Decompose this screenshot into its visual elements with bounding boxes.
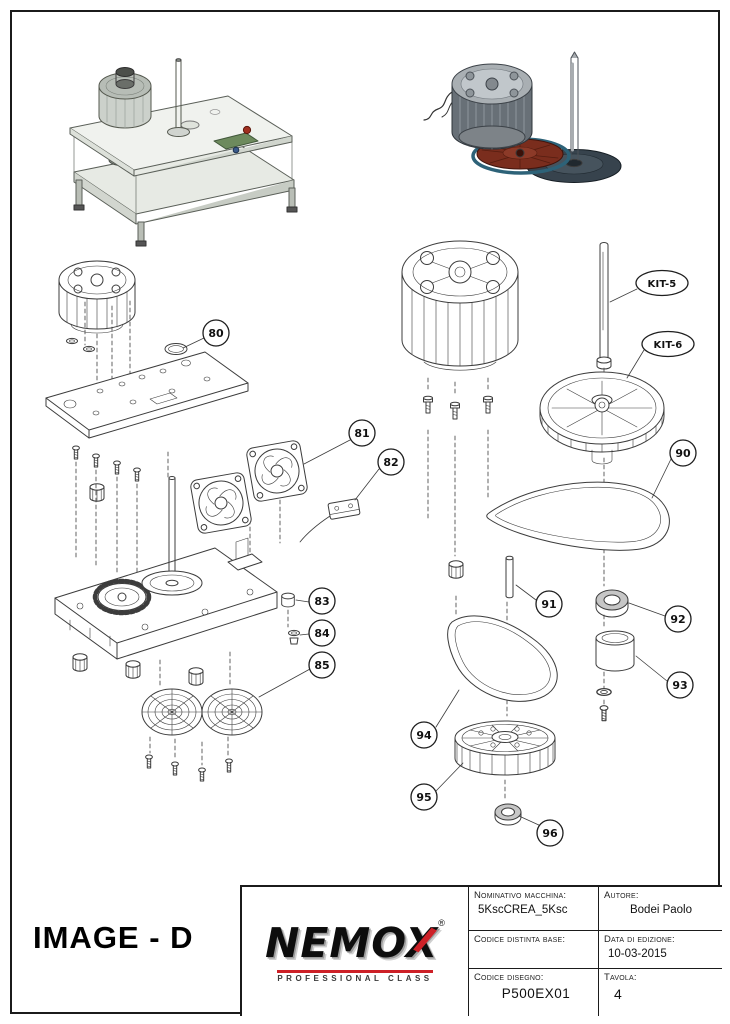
svg-text:96: 96 (542, 827, 558, 840)
callout-85: 85 (258, 651, 336, 698)
field-value: 4 (614, 986, 622, 1002)
field-value (474, 945, 594, 948)
field-label: Tavola: (604, 972, 637, 983)
svg-text:92: 92 (670, 613, 685, 626)
field-codice-distinta-base: Codice distinta base: (469, 931, 599, 969)
title-block-fields: Nominativo macchina: 5KscCREA_5Ksc Autor… (469, 887, 722, 1016)
svg-text:93: 93 (672, 679, 687, 692)
bearing-92 (595, 589, 629, 618)
callout-81: 81 (303, 419, 376, 465)
screw-bottom-right (599, 705, 609, 722)
belt-94 (447, 615, 558, 702)
logo-wordmark: NEMOX (265, 918, 439, 967)
field-label: Autore: (604, 890, 639, 901)
svg-text:84: 84 (314, 627, 330, 640)
callout-90: 90 (651, 439, 697, 499)
cooling-fan-1 (246, 440, 308, 502)
callout-kit5: KIT-5 (609, 269, 689, 303)
belt-90 (486, 481, 670, 551)
callout-95: 95 (410, 762, 464, 811)
field-data-di-edizione: Data di edizione: 10-03-2015 (599, 931, 722, 969)
cap-nut-84 (288, 629, 300, 645)
callout-96: 96 (518, 815, 564, 847)
pin-91 (505, 555, 514, 599)
field-label: Codice distinta base: (474, 934, 566, 945)
callout-83: 83 (295, 587, 336, 615)
callout-91: 91 (515, 584, 563, 618)
field-codice-disegno: Codice disegno: P500EX01 (469, 969, 599, 1016)
upper-plate (45, 351, 249, 439)
svg-text:95: 95 (416, 791, 431, 804)
field-label: Codice disegno: (474, 972, 544, 983)
field-label: Data di edizione: (604, 934, 675, 945)
logo-subtitle: PROFESSIONAL CLASS (277, 969, 433, 983)
capacitor-82 (299, 498, 361, 543)
svg-text:KIT-5: KIT-5 (648, 279, 677, 290)
field-value: Bodei Paolo (629, 904, 693, 916)
sleeve-93 (595, 630, 635, 672)
field-autore: Autore: Bodei Paolo (599, 887, 722, 931)
title-block: NEMOX® PROFESSIONAL CLASS Nominativo mac… (240, 885, 722, 1016)
motor-exploded-right (401, 240, 519, 371)
o-ring-80 (164, 343, 188, 355)
bushing-83 (281, 592, 295, 608)
callout-82: 82 (354, 448, 405, 501)
nemox-logo: NEMOX® PROFESSIONAL CLASS (265, 917, 445, 985)
callout-94: 94 (410, 689, 460, 749)
svg-text:90: 90 (675, 447, 691, 460)
field-value: P500EX01 (501, 986, 571, 1001)
svg-text:83: 83 (314, 595, 329, 608)
svg-text:KIT-6: KIT-6 (654, 340, 683, 351)
callout-92: 92 (628, 602, 692, 633)
svg-text:81: 81 (354, 427, 369, 440)
cooling-fan-2 (190, 472, 252, 534)
field-value: 10-03-2015 (608, 948, 667, 960)
svg-text:82: 82 (383, 456, 398, 469)
spoked-wheel-kit6 (539, 371, 665, 465)
toothed-pulley-95 (454, 720, 556, 776)
callout-84: 84 (299, 619, 336, 647)
svg-text:85: 85 (314, 659, 329, 672)
field-label: Nominativo macchina: (474, 890, 567, 901)
callout-80: 80 (182, 319, 230, 349)
exploded-base-assembly (45, 260, 361, 782)
motor-transmission-view (423, 51, 622, 183)
logo-cell: NEMOX® PROFESSIONAL CLASS (242, 887, 469, 1016)
registered-mark: ® (438, 917, 445, 928)
callout-93: 93 (635, 655, 694, 699)
motor-exploded-left (58, 260, 136, 334)
exploded-parts-diagram: 80 81 82 83 84 (45, 51, 697, 847)
lower-base-plate (54, 476, 278, 660)
shaft-kit5 (596, 242, 612, 370)
svg-text:80: 80 (208, 327, 224, 340)
field-tavola: Tavola: 4 (599, 969, 722, 1016)
field-nominativo-macchina: Nominativo macchina: 5KscCREA_5Ksc (469, 887, 599, 931)
svg-text:94: 94 (416, 729, 432, 742)
grille-1 (141, 688, 203, 736)
assembled-machine-view (69, 58, 298, 247)
svg-text:91: 91 (541, 598, 556, 611)
callout-kit6: KIT-6 (626, 330, 695, 379)
field-value: 5KscCREA_5Ksc (478, 904, 568, 916)
callouts: 80 81 82 83 84 (182, 269, 697, 847)
grille-2 (201, 688, 263, 736)
exploded-drive-assembly (401, 240, 670, 826)
bearing-96 (494, 803, 522, 826)
image-label: IMAGE - D (33, 920, 194, 955)
